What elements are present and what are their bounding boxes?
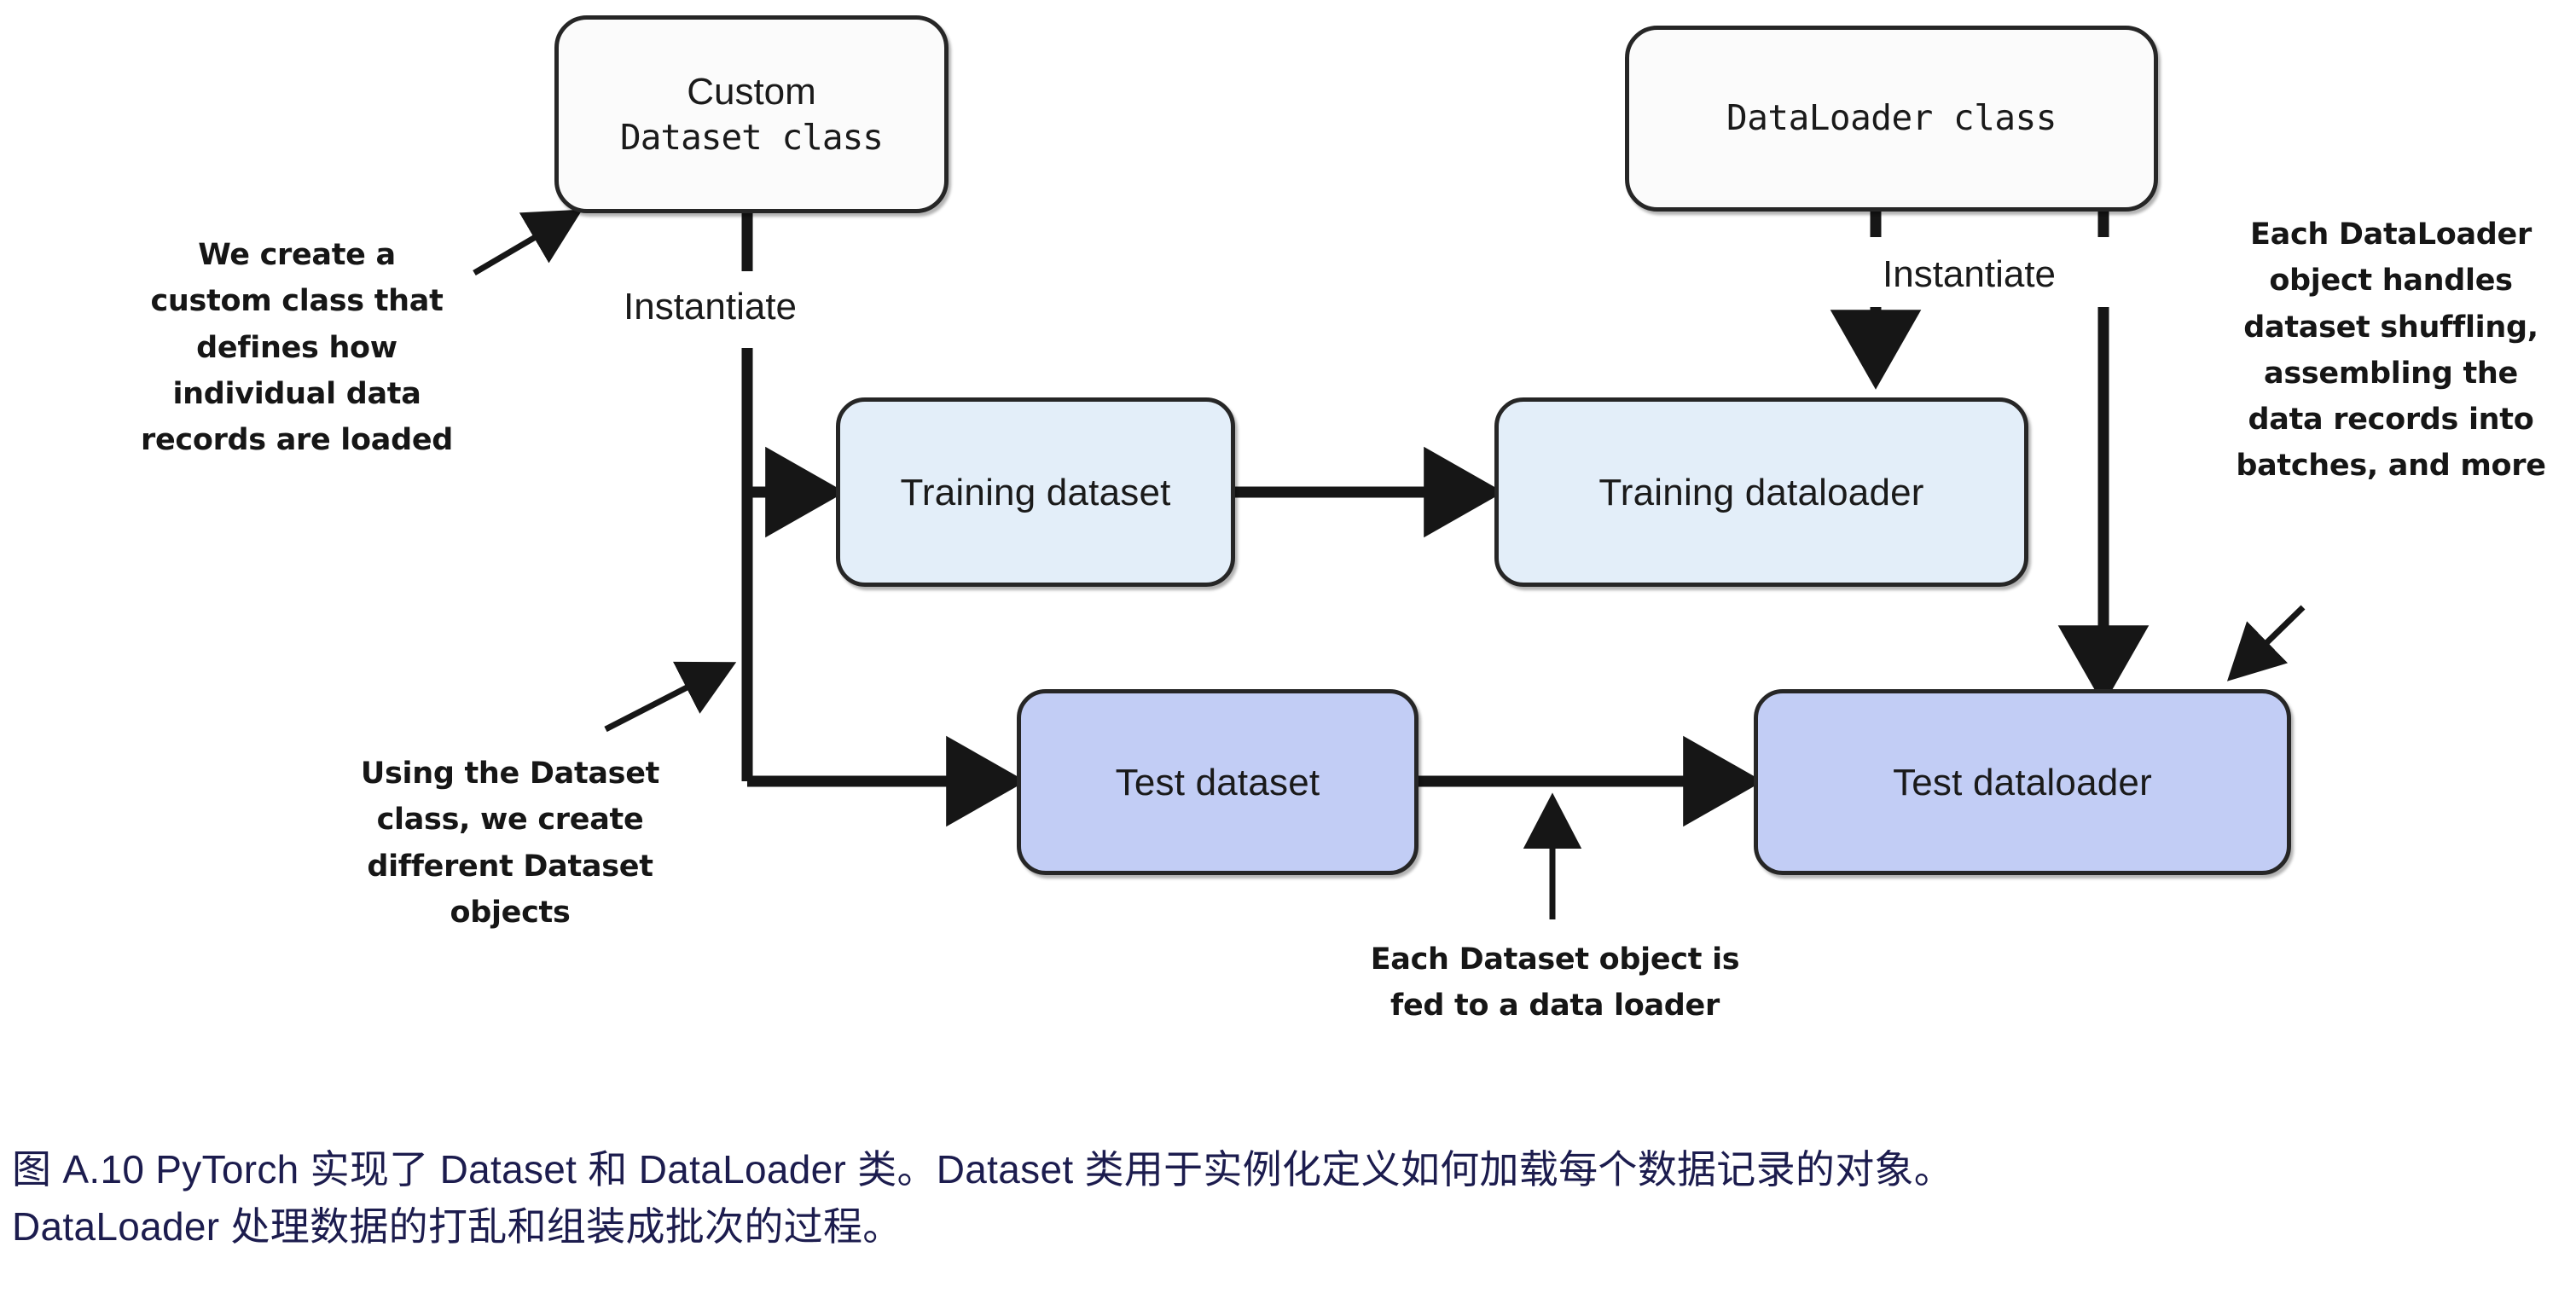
edge-label-instantiate-right: Instantiate [1883, 253, 2057, 295]
node-test-dataset[interactable]: Test dataset [1017, 689, 1419, 875]
callout-each-dataloader-object: Each DataLoader object handles dataset s… [2236, 217, 2546, 484]
node-training-dataloader[interactable]: Training dataloader [1494, 397, 2028, 587]
callout-create-custom-class: We create a custom class that defines ho… [140, 238, 454, 457]
callout-arrow-each-dataloader-object [2226, 605, 2306, 681]
node-custom-dataset-class[interactable]: Custom Dataset class [554, 15, 949, 213]
callout-arrow-using-dataset-class [604, 661, 737, 733]
node-dataloader-class[interactable]: DataLoader class [1625, 26, 2158, 212]
node-training-dataset[interactable]: Training dataset [836, 397, 1235, 587]
custom-dataset-class-line2: Dataset class [620, 117, 884, 158]
node-dataloader-class-label: DataLoader class [1726, 97, 2057, 139]
figure-caption: 图 A.10 PyTorch 实现了 Dataset 和 DataLoader … [12, 1141, 2537, 1255]
node-training-dataloader-label: Training dataloader [1598, 471, 1924, 513]
edge-label-instantiate-left: Instantiate [624, 286, 798, 328]
node-test-dataset-label: Test dataset [1115, 761, 1320, 803]
callout-using-dataset-class: Using the Dataset class, we create diffe… [360, 757, 660, 930]
node-test-dataloader[interactable]: Test dataloader [1754, 689, 2291, 875]
callout-arrow-create-custom-class [473, 209, 583, 276]
node-test-dataloader-label: Test dataloader [1893, 761, 2152, 803]
callout-each-dataset-object: Each Dataset object is fed to a data loa… [1370, 942, 1740, 1023]
node-training-dataset-label: Training dataset [900, 471, 1171, 513]
figure-caption-line-1: 图 A.10 PyTorch 实现了 Dataset 和 DataLoader … [12, 1147, 1954, 1192]
figure-caption-line-2: DataLoader 处理数据的打乱和组装成批次的过程。 [12, 1203, 902, 1249]
custom-dataset-class-line1: Custom [687, 71, 816, 113]
node-custom-dataset-class-label: Custom Dataset class [620, 71, 884, 158]
